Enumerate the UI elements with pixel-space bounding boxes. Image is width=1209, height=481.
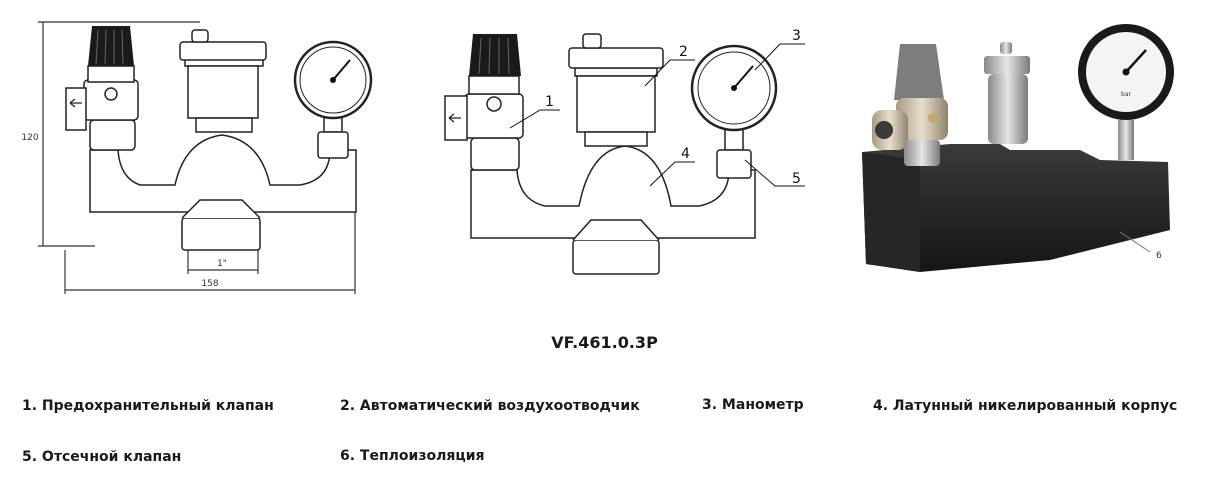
callout-2: 2 — [679, 44, 688, 60]
legend-item-1: 1. Предохранительный клапан — [22, 398, 274, 414]
gauge-unit-label: bar — [1121, 91, 1131, 98]
callout-5: 5 — [792, 171, 801, 187]
model-code: VF.461.0.3P — [551, 333, 658, 352]
connection-dimension-label: 1" — [217, 259, 227, 269]
legend-item-5: 5. Отсечной клапан — [22, 449, 182, 465]
dimension-drawing: 120 1" 158 — [0, 0, 420, 300]
legend-item-3: 3. Манометр — [702, 397, 804, 413]
callout-6: 6 — [1156, 251, 1162, 261]
legend-item-2: 2. Автоматический воздухоотводчик — [340, 398, 640, 414]
callout-1: 1 — [545, 94, 554, 110]
callout-4: 4 — [681, 146, 690, 162]
product-photo: bar 6 — [850, 0, 1209, 300]
callout-3: 3 — [792, 28, 801, 44]
width-dimension-label: 158 — [201, 279, 218, 289]
legend-item-6: 6. Теплоизоляция — [340, 448, 485, 464]
legend-item-4: 4. Латунный никелированный корпус — [873, 398, 1178, 414]
callout-drawing: 1 2 3 4 5 — [425, 0, 845, 300]
height-dimension-label: 120 — [21, 133, 38, 143]
